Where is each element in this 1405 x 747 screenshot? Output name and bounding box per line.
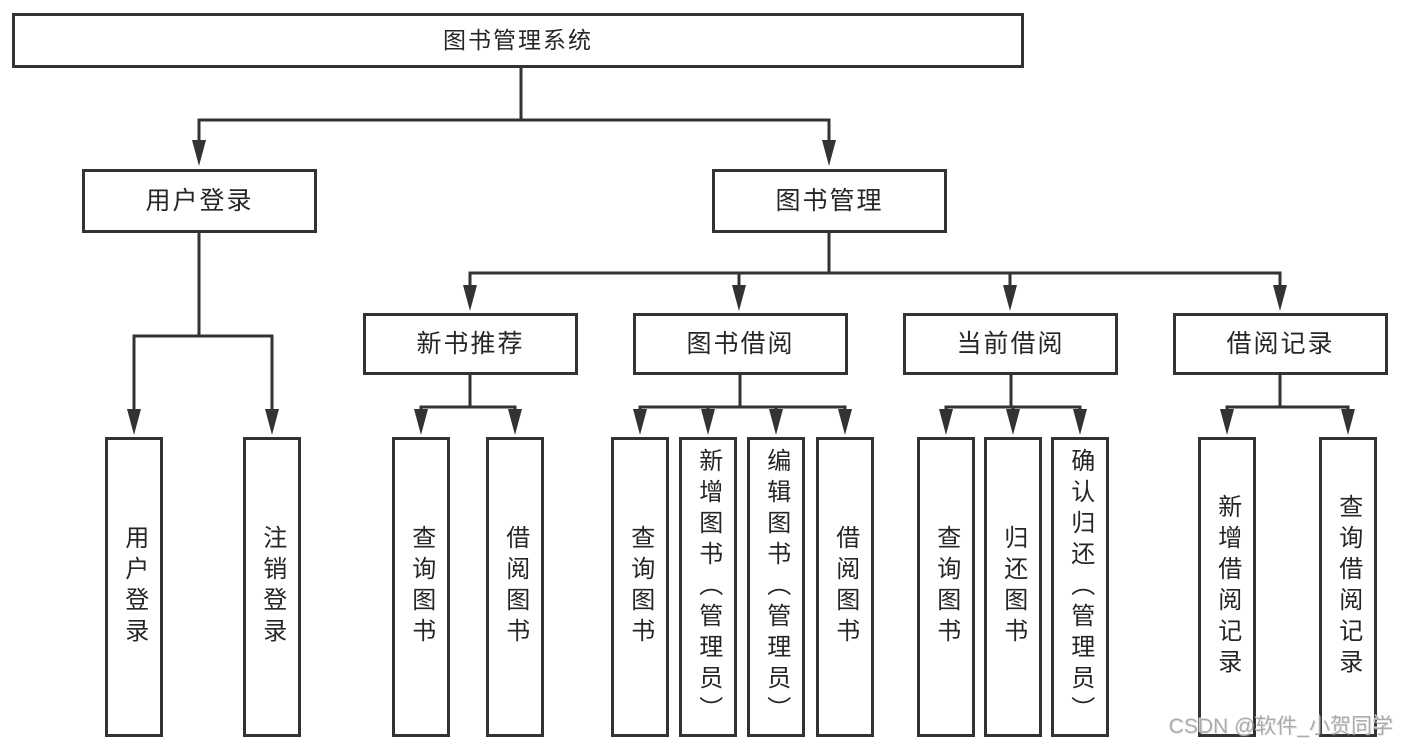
node-label: 借阅记录 [1226,329,1335,358]
arrowhead-icon [414,409,428,435]
connector-current-rail [944,375,1082,414]
node-leaf-edit-books-admin: 编辑图书（管理员） [747,437,805,737]
node-leaf-confirm-return-admin: 确认归还（管理员） [1051,437,1109,737]
arrowhead-icon [1341,409,1355,435]
connector-borrow-rail [638,375,847,414]
arrowhead-icon [1006,409,1020,435]
arrowhead-icon [192,140,206,166]
node-label: 查询图书 [407,525,435,649]
node-leaf-borrow-books: 借阅图书 [816,437,874,737]
connector-user-login-branch [132,233,274,414]
arrowhead-icon [1003,285,1017,311]
node-borrow-records: 借阅记录 [1173,313,1388,375]
node-current-borrow: 当前借阅 [903,313,1118,375]
arrowhead-icon [633,409,647,435]
node-leaf-user-login: 用户登录 [105,437,163,737]
node-label: 确认归还（管理员） [1066,447,1094,727]
arrowhead-icon [822,140,836,166]
node-leaf-logout: 注销登录 [243,437,301,737]
arrowhead-icon [732,285,746,311]
arrowhead-icon [127,409,141,435]
arrowhead-icon [769,409,783,435]
arrowhead-icon [1273,285,1287,311]
node-book-borrow: 图书借阅 [633,313,848,375]
arrowhead-icon [463,285,477,311]
arrowhead-icon [838,409,852,435]
node-label: 查询借阅记录 [1334,494,1362,680]
node-label: 当前借阅 [956,329,1065,358]
node-leaf-recommend-borrow-books: 借阅图书 [486,437,544,737]
node-leaf-current-query-books: 查询图书 [917,437,975,737]
node-label: 图书管理 [775,186,884,215]
node-label: 归还图书 [999,525,1027,649]
node-label: 借阅图书 [501,525,529,649]
arrowhead-icon [939,409,953,435]
node-label: 用户登录 [120,525,148,649]
connector-book-mgmt-rail [468,233,1282,290]
node-label: 新增借阅记录 [1213,494,1241,680]
node-label: 查询图书 [626,525,654,649]
node-book-management: 图书管理 [712,169,947,233]
node-label: 新增图书（管理员） [694,447,722,727]
arrowhead-icon [508,409,522,435]
node-label: 注销登录 [258,525,286,649]
node-leaf-recommend-query-books: 查询图书 [392,437,450,737]
node-label: 查询图书 [932,525,960,649]
node-label: 图书管理系统 [443,27,593,53]
connector-level2-rail [197,118,831,146]
node-label: 借阅图书 [831,525,859,649]
node-label: 图书借阅 [686,329,795,358]
node-new-book-recommend: 新书推荐 [363,313,578,375]
node-leaf-add-borrow-record: 新增借阅记录 [1198,437,1256,737]
arrowhead-icon [1220,409,1234,435]
node-label: 新书推荐 [416,329,525,358]
arrowhead-icon [1073,409,1087,435]
node-leaf-add-books-admin: 新增图书（管理员） [679,437,737,737]
csdn-watermark: CSDN @软件_小贺同学 [1168,715,1393,738]
connector-recommend-rail [419,375,517,414]
node-label: 编辑图书（管理员） [762,447,790,727]
node-label: 用户登录 [145,186,254,215]
arrowhead-icon [265,409,279,435]
arrowhead-icon [701,409,715,435]
node-root: 图书管理系统 [12,13,1024,68]
node-leaf-query-borrow-record: 查询借阅记录 [1319,437,1377,737]
connector-records-rail [1225,375,1350,414]
node-leaf-return-books: 归还图书 [984,437,1042,737]
node-user-login-module: 用户登录 [82,169,317,233]
node-leaf-borrow-query-books: 查询图书 [611,437,669,737]
